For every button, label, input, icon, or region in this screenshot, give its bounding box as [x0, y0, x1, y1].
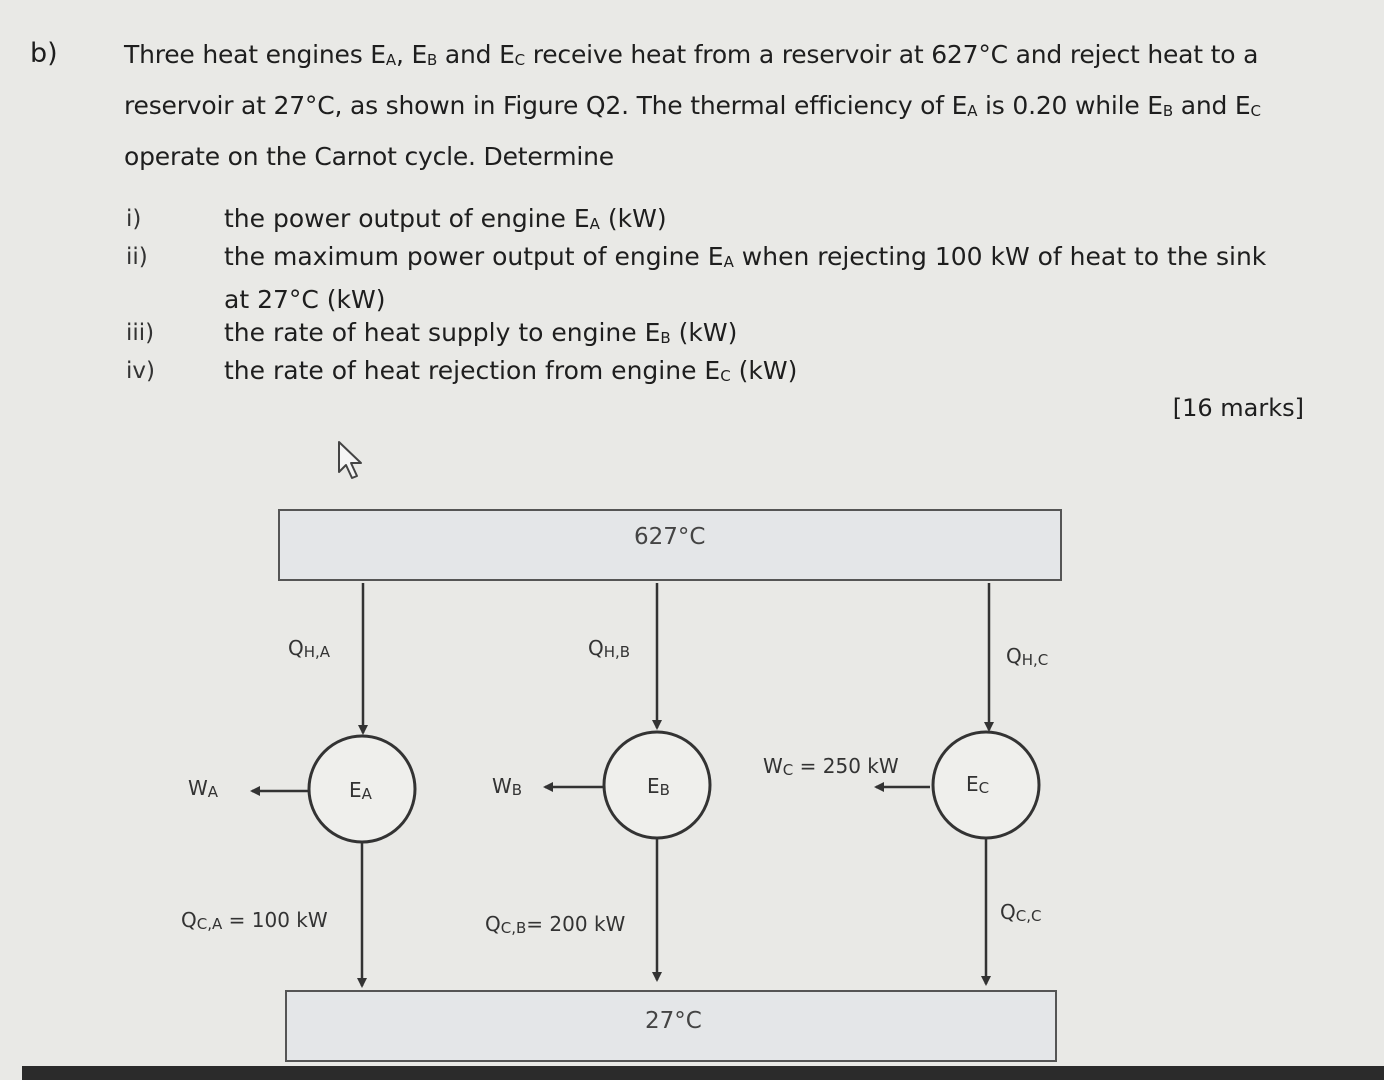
question-label: b): [30, 38, 58, 69]
q-hot-c-label: QH,C: [1006, 644, 1049, 669]
question-intro: Three heat engines EA, EB and EC receive…: [124, 32, 1324, 179]
hot-reservoir-label: 627°C: [634, 524, 706, 550]
cold-reservoir-label: 27°C: [645, 1008, 702, 1034]
q-cold-c-label: QC,C: [1000, 900, 1042, 925]
marks-label: [16 marks]: [1172, 394, 1304, 422]
intro-line-1: Three heat engines EA, EB and EC receive…: [124, 40, 1259, 69]
cold-reservoir: [285, 990, 1057, 1062]
hot-reservoir: [278, 509, 1062, 581]
intro-line-2: reservoir at 27°C, as shown in Figure Q2…: [124, 91, 1261, 120]
part-ii: ii) the maximum power output of engine E…: [126, 242, 1267, 314]
engine-c-circle: [931, 730, 1041, 840]
work-b-label: WB: [492, 774, 523, 799]
engine-c-label: EC: [966, 772, 990, 797]
work-a-label: WA: [188, 776, 219, 801]
part-iv: iv) the rate of heat rejection from engi…: [126, 356, 798, 385]
engine-b-circle: [602, 730, 712, 840]
intro-line-3: operate on the Carnot cycle. Determine: [124, 142, 614, 171]
work-c-label: WC = 250 kW: [763, 754, 899, 779]
engine-b-label: EB: [647, 774, 670, 799]
mouse-pointer-icon: [338, 441, 362, 479]
q-hot-a-label: QH,A: [288, 636, 331, 661]
engine-a-circle: [307, 734, 417, 844]
screen-bezel: [22, 1066, 1384, 1080]
q-cold-b-label: QC,B= 200 kW: [485, 912, 626, 937]
engine-a-label: EA: [349, 778, 372, 803]
part-i: i) the power output of engine EA (kW): [126, 204, 667, 233]
question-parts: i) the power output of engine EA (kW) ii…: [124, 200, 1324, 390]
part-iii: iii) the rate of heat supply to engine E…: [126, 318, 738, 347]
q-cold-a-label: QC,A = 100 kW: [181, 908, 328, 933]
q-hot-b-label: QH,B: [588, 636, 631, 661]
